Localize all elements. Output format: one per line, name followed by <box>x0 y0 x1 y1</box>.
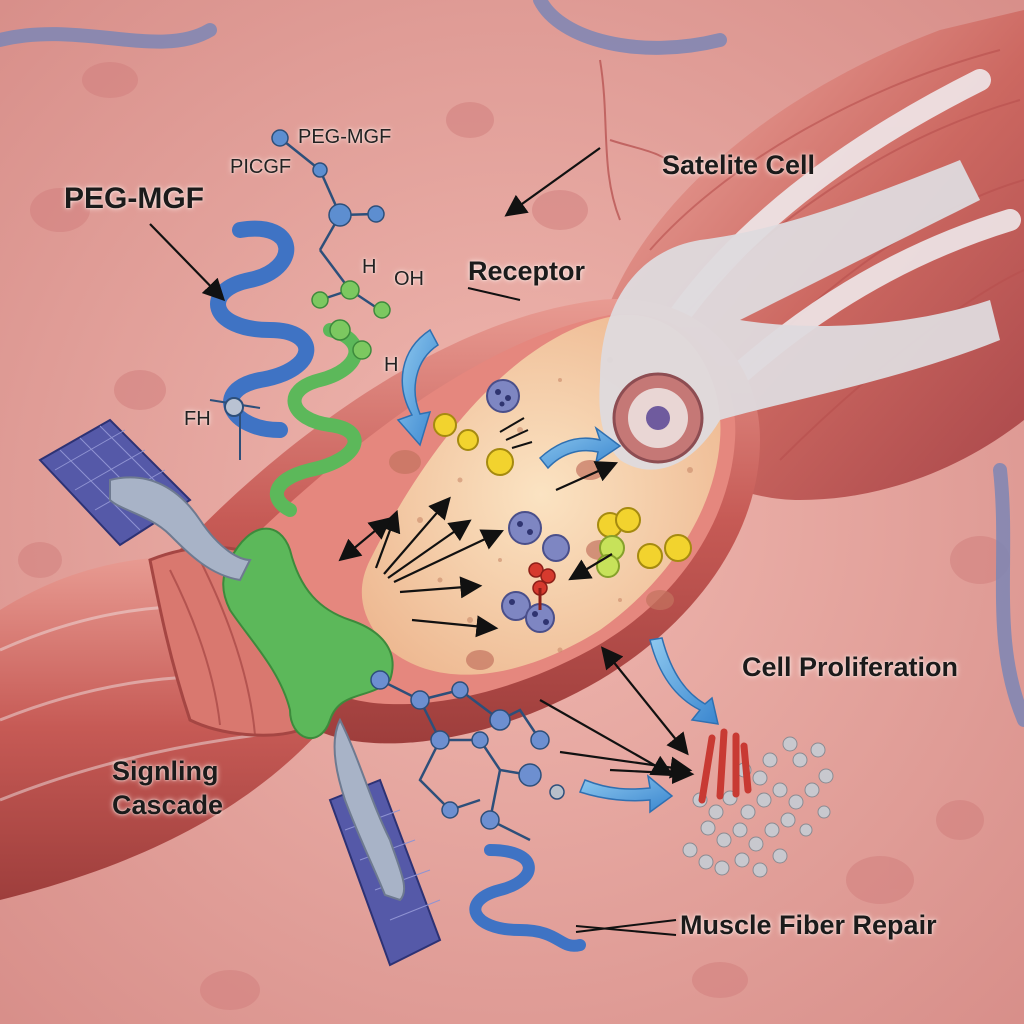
vesicles <box>486 379 570 633</box>
label-picgf: PICGF <box>230 156 292 178</box>
label-h-mid: H <box>384 354 399 376</box>
yellow-molecules <box>433 413 692 569</box>
label-fh: FH <box>184 408 211 430</box>
leader-lines <box>467 287 677 936</box>
label-oh: OH <box>394 268 424 290</box>
label-peg-mgf-small: PEG-MGF <box>298 126 392 148</box>
capillaries <box>599 59 681 221</box>
blood-vessels <box>0 0 1024 727</box>
grey-protein-chain <box>109 476 406 902</box>
label-peg-mgf: PEG-MGF <box>64 182 204 215</box>
label-signaling-line1: Signling <box>112 756 219 786</box>
vesicle-dots <box>495 389 549 625</box>
red-molecule <box>528 562 556 610</box>
label-cell-proliferation: Cell Proliferation <box>742 652 959 682</box>
cascade-atoms <box>370 670 565 830</box>
green-helix <box>269 323 363 517</box>
label-receptor: Receptor <box>468 256 586 286</box>
satellite-cell-structure <box>599 160 1000 470</box>
molecule-top-atoms <box>271 129 385 227</box>
blue-helix <box>210 220 315 438</box>
label-h-top: H <box>362 256 377 278</box>
label-satellite-cell: Satelite Cell <box>662 150 816 180</box>
molecule-fh <box>209 397 261 460</box>
label-signaling-line2: Cascade <box>112 790 224 820</box>
background-cells <box>18 62 1010 1010</box>
red-fibers <box>698 728 752 804</box>
molecule-green-atoms <box>311 280 391 360</box>
receptor-protein <box>222 527 394 740</box>
label-muscle-fiber-repair: Muscle Fiber Repair <box>680 910 937 940</box>
satellite-cell-nucleus <box>646 406 670 430</box>
bottom-blue-helix <box>469 844 586 952</box>
